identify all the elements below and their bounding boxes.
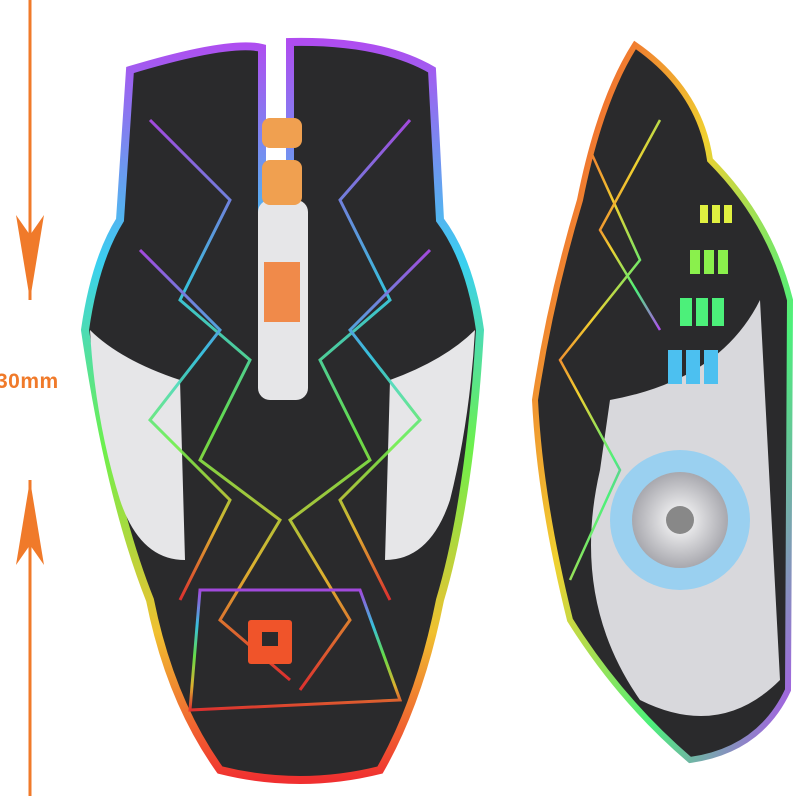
mouse-top-view xyxy=(80,37,485,784)
dimension-label: 30mm xyxy=(0,370,59,393)
dimension-arrows xyxy=(16,0,44,796)
dpi-light-indicators xyxy=(668,205,732,384)
mouse-side-view xyxy=(531,40,794,764)
